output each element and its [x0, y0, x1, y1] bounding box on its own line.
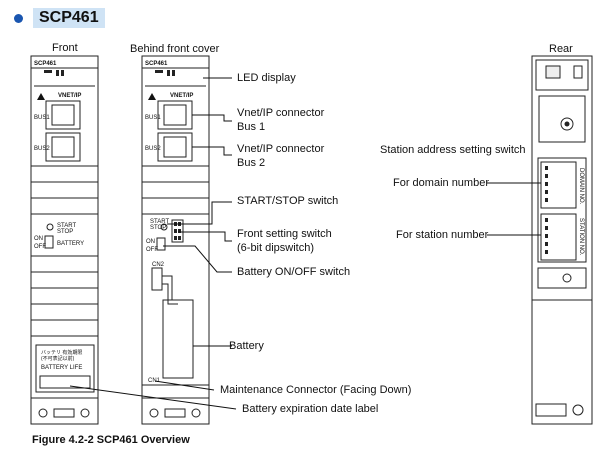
battery-label: Battery: [229, 340, 264, 352]
front-module: [30, 55, 99, 425]
front-view-caption: Front: [52, 42, 78, 54]
front-setting-label-line1: Front setting switch: [237, 228, 332, 240]
station-address-switch-label: Station address setting switch: [380, 144, 526, 156]
front-model-text: SCP461: [34, 61, 57, 67]
leader-lines: [69, 77, 541, 410]
front-start-text: START: [57, 223, 76, 229]
front-vnet-text: VNET/IP: [58, 93, 81, 99]
maintenance-connector-label: Maintenance Connector (Facing Down): [220, 384, 412, 396]
figure-caption: Figure 4.2-2 SCP461 Overview: [32, 434, 190, 446]
front-battery-life-text: BATTERY LIFE: [41, 365, 82, 371]
front-label-jp2: (不可表記以前): [41, 355, 75, 362]
behind-bus1-text: BUS1: [145, 115, 161, 121]
behind-cn2-text: CN2: [152, 262, 165, 268]
front-bus1-text: BUS1: [34, 115, 50, 121]
station-number-label: For station number: [396, 229, 489, 241]
behind-bus2-text: BUS2: [145, 146, 161, 152]
behind-on-text: ON: [146, 239, 155, 245]
heading-bullet: [14, 14, 23, 23]
battery-onoff-label: Battery ON/OFF switch: [237, 266, 351, 278]
front-on-text: ON: [34, 236, 43, 242]
front-bus2-text: BUS2: [34, 146, 50, 152]
heading-title: SCP461: [33, 8, 105, 28]
front-off-text: OFF: [34, 244, 46, 250]
battery-expiration-label: Battery expiration date label: [242, 403, 379, 415]
start-stop-label: START/STOP switch: [237, 195, 339, 207]
behind-start-text: START: [150, 219, 169, 225]
behind-cover-caption: Behind front cover: [130, 43, 220, 55]
behind-cover-module: [141, 55, 210, 425]
behind-model-text: SCP461: [145, 61, 168, 67]
led-display-label: LED display: [237, 72, 296, 84]
front-battery-text: BATTERY: [57, 241, 84, 247]
front-setting-label-line2: (6-bit dipswitch): [237, 242, 315, 254]
behind-stop-text: STOP: [150, 225, 166, 231]
vnet-bus1-label-line1: Vnet/IP connector: [237, 107, 325, 119]
domain-number-label: For domain number: [393, 177, 489, 189]
rear-module: [531, 55, 593, 425]
vnet-bus1-label-line2: Bus 1: [237, 121, 266, 133]
rear-view-caption: Rear: [549, 43, 573, 55]
front-label-jp1: バッテリ 有効期限: [41, 349, 82, 356]
front-stop-text: STOP: [57, 229, 73, 235]
rear-station-no-text: STATION NO.: [578, 218, 584, 256]
behind-cn1-text: CN1: [148, 378, 161, 384]
vnet-bus2-label-line2: Bus 2: [237, 157, 266, 169]
behind-vnet-text: VNET/IP: [170, 93, 193, 99]
behind-off-text: OFF: [146, 247, 158, 253]
rear-domain-no-text: DOMAIN NO.: [578, 168, 584, 205]
vnet-bus2-label-line1: Vnet/IP connector: [237, 143, 325, 155]
